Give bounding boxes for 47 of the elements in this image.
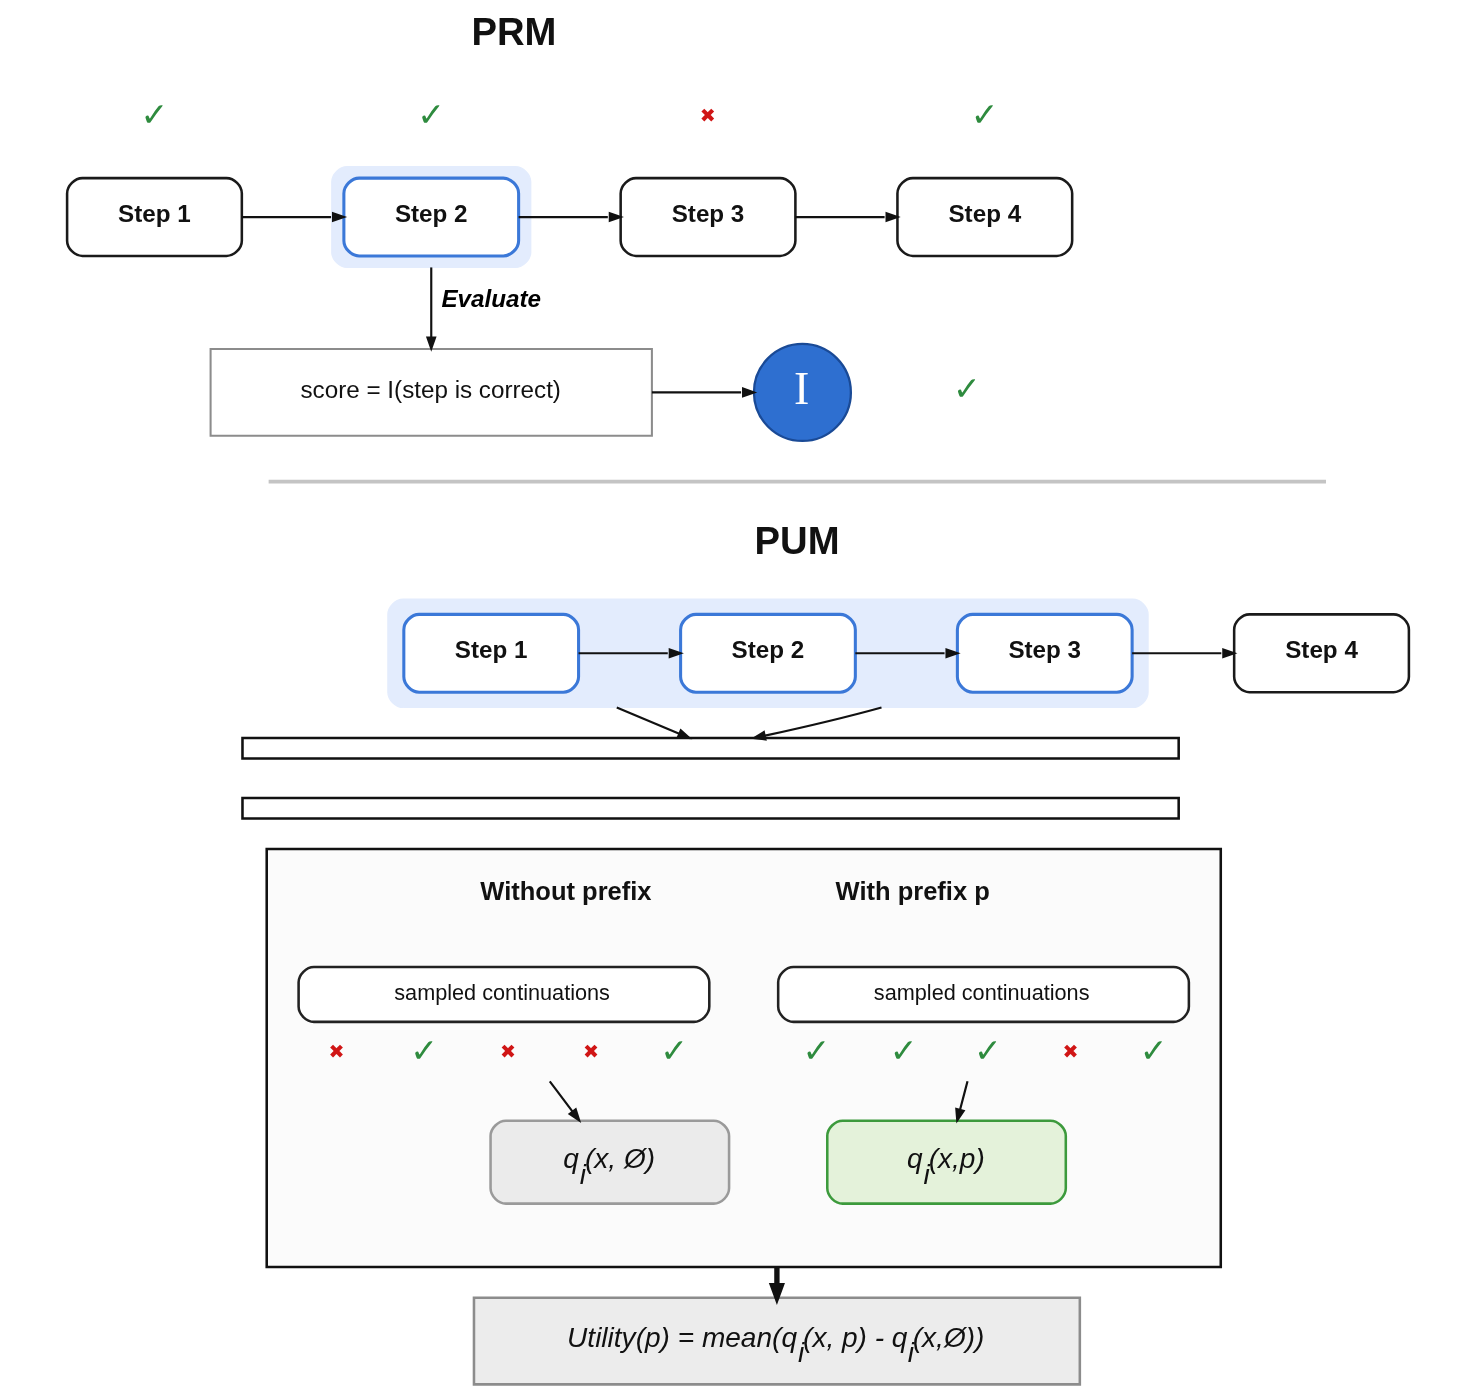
node-label: ✓	[1139, 1030, 1168, 1070]
edge-label: Evaluate	[441, 284, 542, 312]
node-box	[241, 736, 1180, 760]
node-label: ✓	[952, 369, 981, 409]
node-label: ✓	[973, 1030, 1002, 1070]
node-box: Step 1	[65, 176, 244, 258]
node-label: ✓	[660, 1030, 688, 1070]
node-label: ✓	[970, 94, 999, 134]
arrow	[241, 211, 348, 223]
node-box: Step 4	[1232, 613, 1411, 694]
node-box	[241, 796, 1180, 820]
cluster	[387, 598, 1149, 709]
arrow	[518, 211, 624, 223]
node-box: Step 2	[679, 612, 857, 694]
node-label: ✓	[140, 94, 169, 134]
arrow	[425, 267, 437, 352]
cluster	[265, 847, 1223, 1269]
node-label: ✖	[583, 1040, 600, 1064]
arrow	[768, 1267, 785, 1306]
node-label: ✖	[500, 1040, 517, 1064]
label: Without prefix	[480, 877, 652, 906]
arrow	[616, 706, 693, 740]
arrow	[548, 1080, 582, 1123]
arrow	[955, 1081, 969, 1124]
arrow	[855, 647, 961, 659]
arrow	[651, 387, 758, 398]
node-label: ✓	[889, 1030, 918, 1070]
label: With prefix p	[835, 877, 990, 906]
node-box: Step 2	[342, 176, 521, 258]
node-label: ✖	[699, 104, 716, 128]
node-box: Step 3	[619, 176, 797, 258]
label: PRM	[471, 9, 557, 53]
node-label: ✖	[1062, 1040, 1079, 1064]
node-label: ✓	[410, 1030, 438, 1070]
node-circle: I	[752, 342, 853, 443]
arrow	[578, 647, 684, 659]
node-label: ✓	[417, 94, 446, 134]
arrow	[1132, 647, 1238, 659]
node-box: Step 1	[402, 612, 581, 694]
arrow	[795, 211, 901, 223]
node-label: ✖	[328, 1040, 345, 1064]
node-box: score = I(step is correct)	[209, 348, 653, 437]
node-label: ✓	[802, 1030, 831, 1070]
label: PUM	[754, 518, 840, 562]
node-box: Step 3	[955, 612, 1134, 694]
arrow	[750, 706, 882, 741]
node-box: Step 4	[896, 176, 1074, 258]
